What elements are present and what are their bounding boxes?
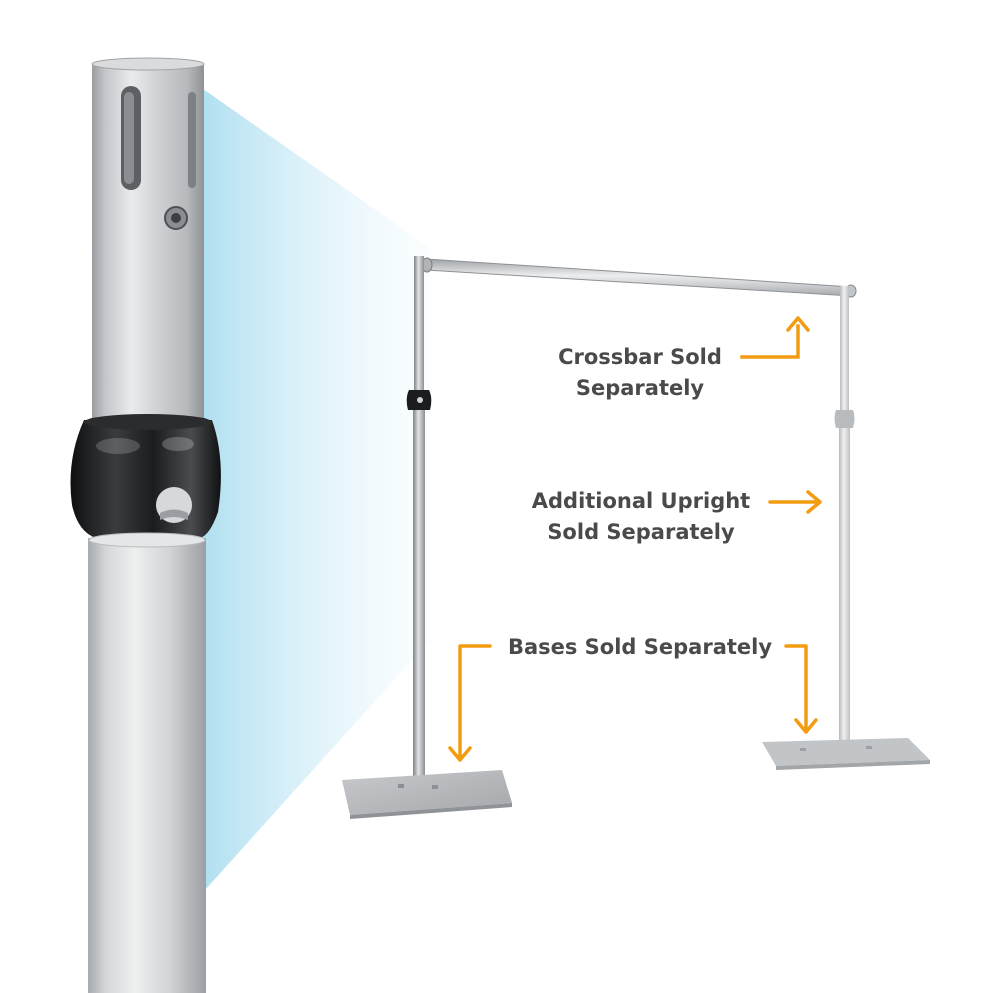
crossbar-callout-line-1: Crossbar Sold	[558, 345, 722, 369]
right-base-plate	[762, 738, 930, 766]
right-upright	[834, 286, 855, 754]
bases-callout: Bases Sold Separately	[495, 632, 785, 663]
locking-collar	[70, 420, 221, 538]
upright-callout: Additional Upright Sold Separately	[518, 486, 764, 548]
upright-callout-line-1: Additional Upright	[531, 489, 751, 513]
upright-arrow-icon	[768, 490, 822, 514]
right-base-arrow-icon	[784, 644, 818, 734]
bases-callout-line-1: Bases Sold Separately	[507, 635, 773, 659]
closeup-pole	[70, 57, 221, 993]
left-base-plate	[342, 770, 512, 815]
crossbar-callout: Crossbar Sold Separately	[540, 342, 740, 404]
crossbar-callout-line-2: Separately	[575, 376, 705, 400]
upright-callout-line-2: Sold Separately	[547, 520, 735, 544]
crossbar	[421, 257, 857, 298]
left-base-arrow-icon	[448, 644, 492, 762]
highlight-glow	[196, 84, 430, 900]
crossbar-arrow-icon	[740, 316, 810, 359]
left-upright	[406, 256, 432, 792]
